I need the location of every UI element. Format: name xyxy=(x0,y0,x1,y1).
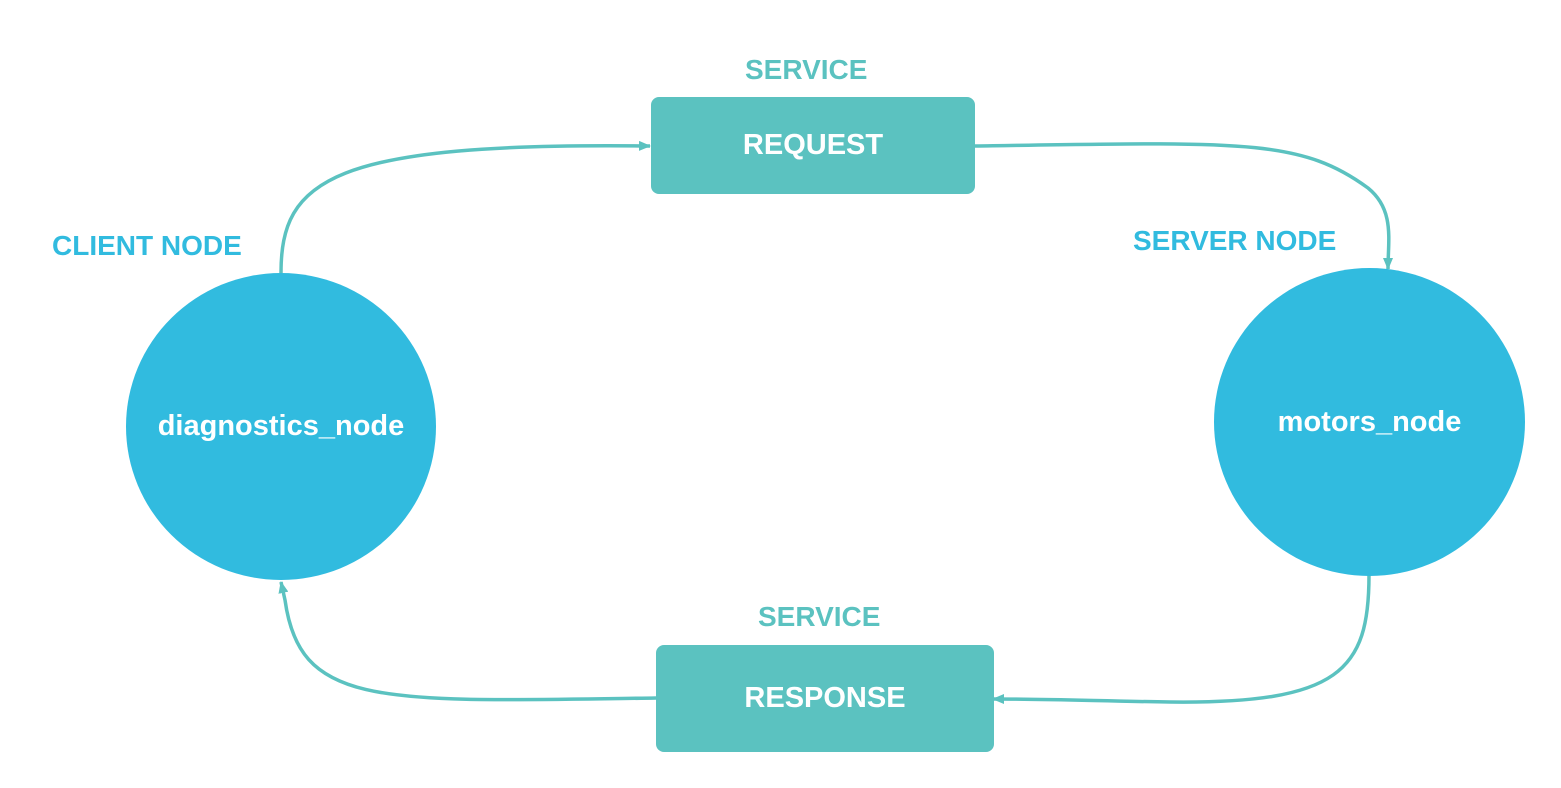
response-service-heading: SERVICE xyxy=(758,601,881,632)
client-node-heading: CLIENT NODE xyxy=(52,230,242,261)
motors-node-label: motors_node xyxy=(1277,405,1462,438)
response-box: RESPONSE xyxy=(656,645,994,752)
arrow-request-to-server xyxy=(974,142,1394,270)
arrow-server-to-response xyxy=(992,574,1371,705)
diagnostics-node: diagnostics_node xyxy=(126,273,436,580)
motors-node: motors_node xyxy=(1214,268,1525,576)
request-box-label: REQUEST xyxy=(742,129,884,161)
request-box: REQUEST xyxy=(651,97,975,194)
server-node-heading: SERVER NODE xyxy=(1133,225,1337,256)
response-box-label: RESPONSE xyxy=(744,682,906,714)
diagnostics-node-label: diagnostics_node xyxy=(157,410,405,442)
request-service-heading: SERVICE xyxy=(745,54,868,85)
arrow-response-to-client xyxy=(278,581,657,702)
arrow-client-to-request xyxy=(279,140,651,274)
